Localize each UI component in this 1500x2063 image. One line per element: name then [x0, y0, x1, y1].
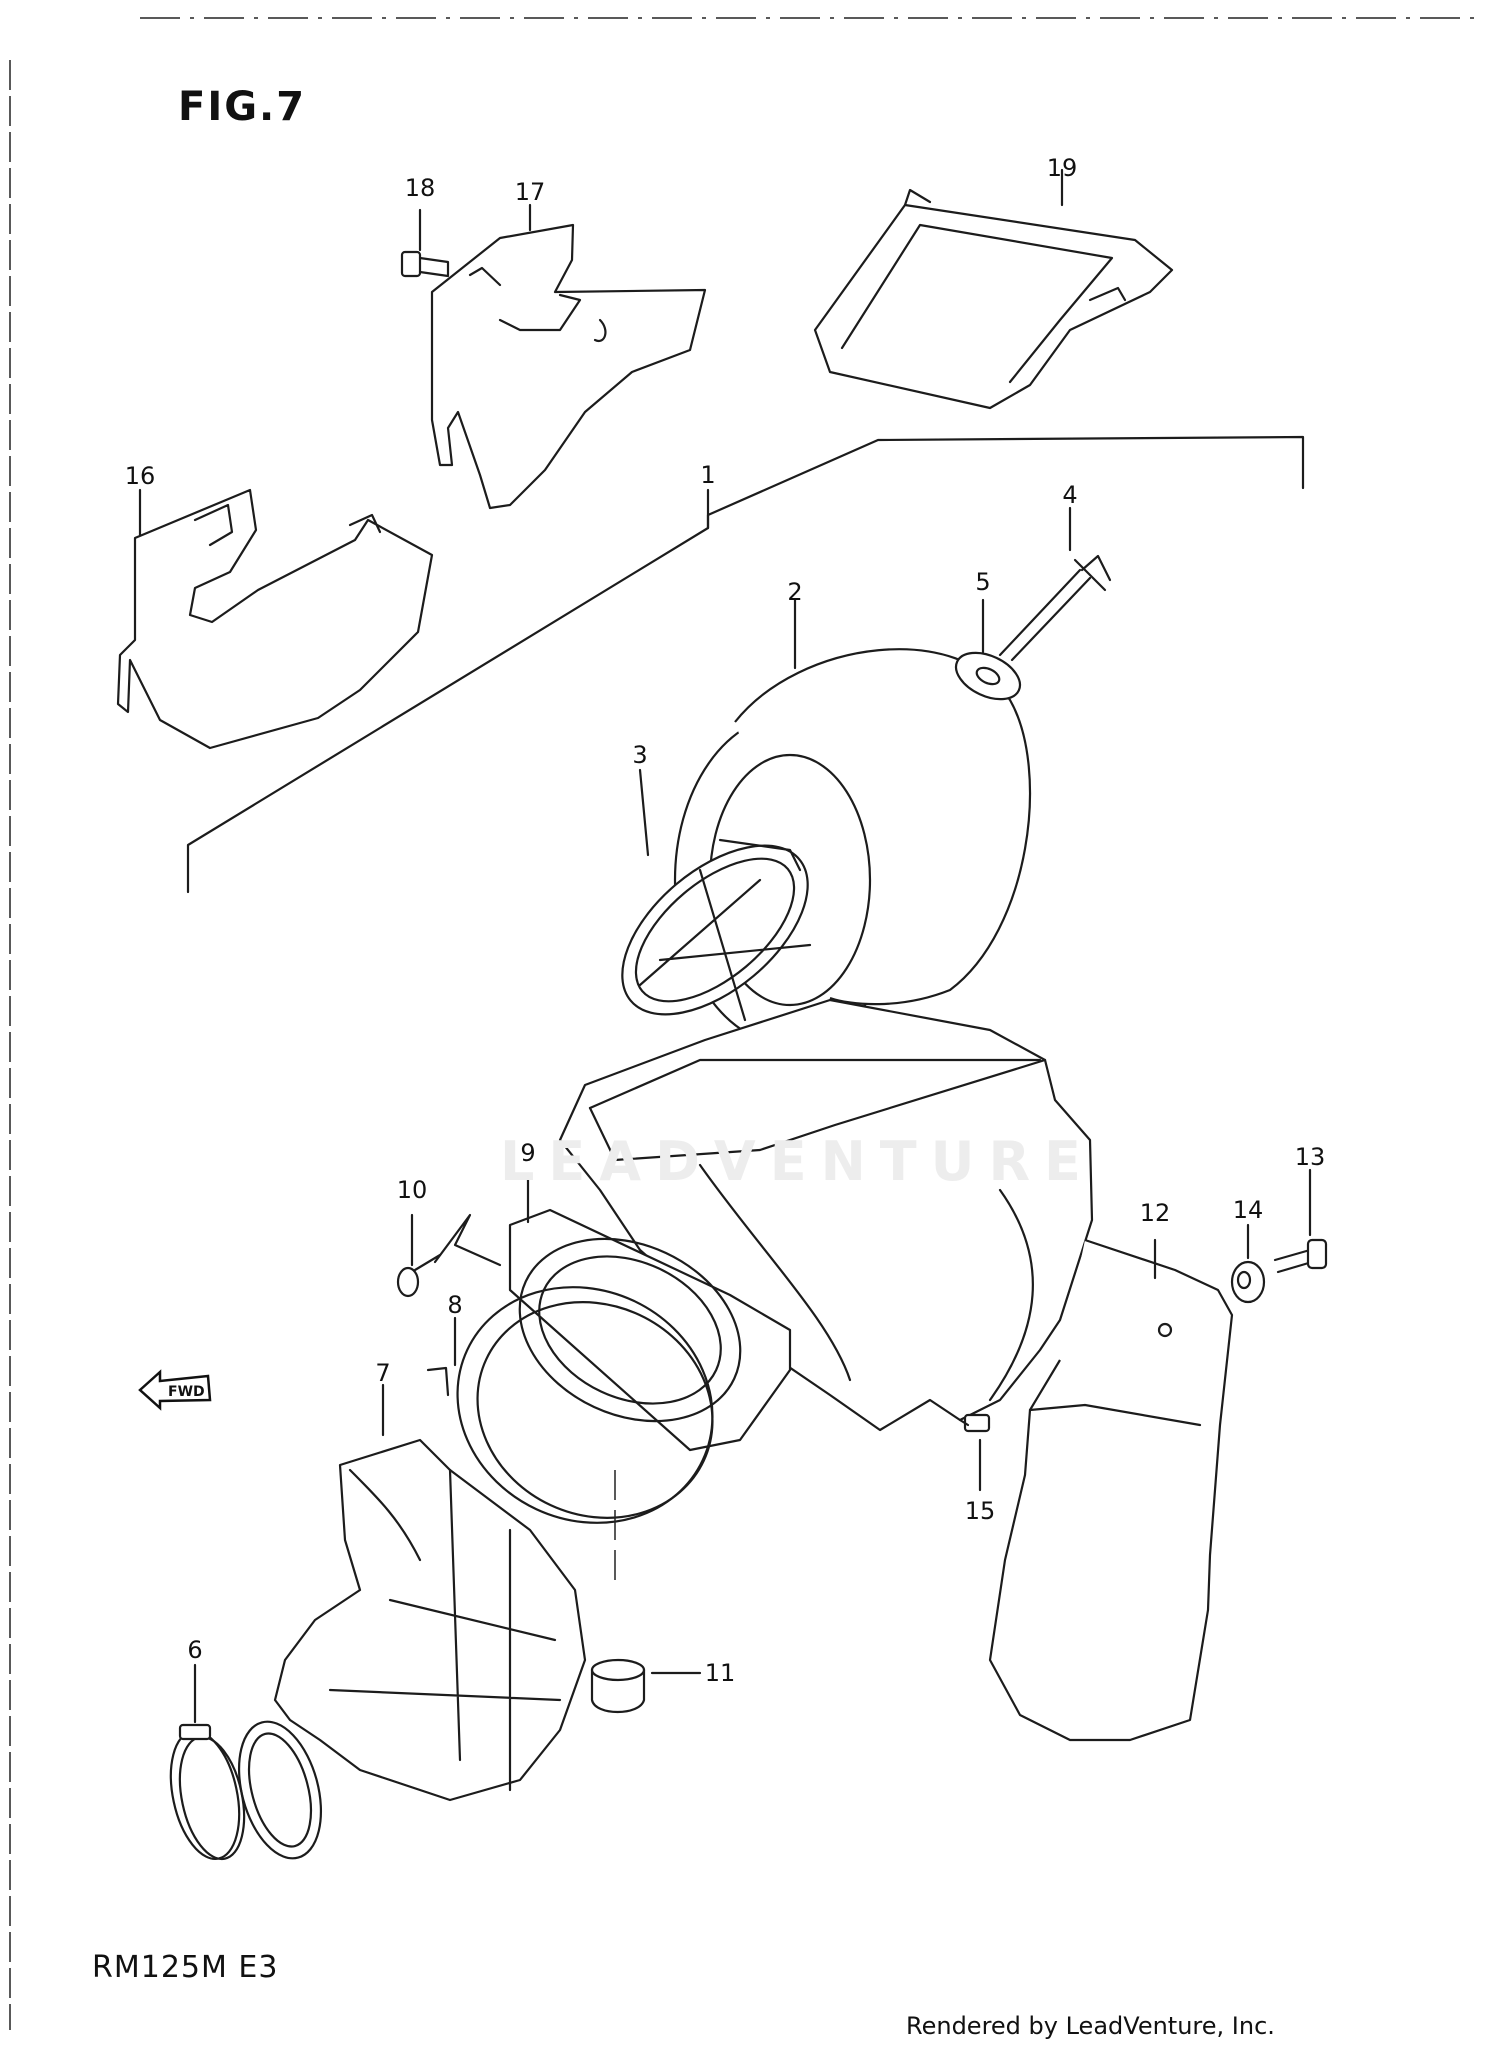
callout-5: 5: [975, 568, 991, 596]
callout-16: 16: [124, 462, 156, 490]
svg-text:FWD: FWD: [168, 1384, 205, 1400]
callout-13: 13: [1294, 1143, 1326, 1171]
part-3-cage: [621, 768, 812, 1022]
model-code: RM125M E3: [92, 1950, 279, 1985]
callout-14: 14: [1232, 1196, 1264, 1224]
callout-11: 11: [704, 1659, 736, 1687]
callout-7: 7: [375, 1359, 391, 1387]
part-11-cap: [590, 1470, 702, 1713]
part-7-boot: [237, 1383, 587, 1860]
part-16-plate: [116, 488, 434, 750]
callout-3: 3: [632, 741, 648, 769]
callout-9: 9: [520, 1139, 536, 1167]
part-15-bolt: [958, 1413, 991, 1492]
part-5-washer: [954, 598, 1022, 701]
fwd-indicator: FWD: [138, 1368, 214, 1416]
callout-6: 6: [187, 1636, 203, 1664]
callout-12: 12: [1139, 1199, 1171, 1227]
callout-8: 8: [447, 1291, 463, 1319]
callout-18: 18: [404, 174, 436, 202]
callout-19: 19: [1046, 154, 1078, 182]
part-19-cover: [813, 168, 1174, 410]
callout-1: 1: [700, 461, 716, 489]
figure-title: FIG.7: [178, 84, 307, 130]
watermark-text: LEADVENTURE: [500, 1130, 1095, 1193]
credit-text: Rendered by LeadVenture, Inc.: [906, 2012, 1275, 2040]
callout-4: 4: [1062, 481, 1078, 509]
callout-10: 10: [396, 1176, 428, 1204]
part-17-plate: [430, 203, 707, 510]
part-4-wing-bolt: [998, 506, 1112, 662]
part-12-duct: [988, 1238, 1234, 1742]
callout-15: 15: [964, 1497, 996, 1525]
part-13-bolt: [1273, 1168, 1328, 1274]
arrow-left-icon: FWD: [138, 1369, 212, 1411]
part-8-clamp: [426, 1286, 714, 1524]
callout-2: 2: [787, 578, 803, 606]
part-18-bolt: [400, 208, 450, 278]
part-14-washer: [1230, 1223, 1266, 1304]
part-10-screw: [396, 1213, 502, 1298]
callout-17: 17: [514, 178, 546, 206]
part-9-flange: [508, 1178, 792, 1452]
part-6-hose-clamp: [169, 1663, 246, 1861]
part-1-bracket: [186, 435, 1305, 894]
